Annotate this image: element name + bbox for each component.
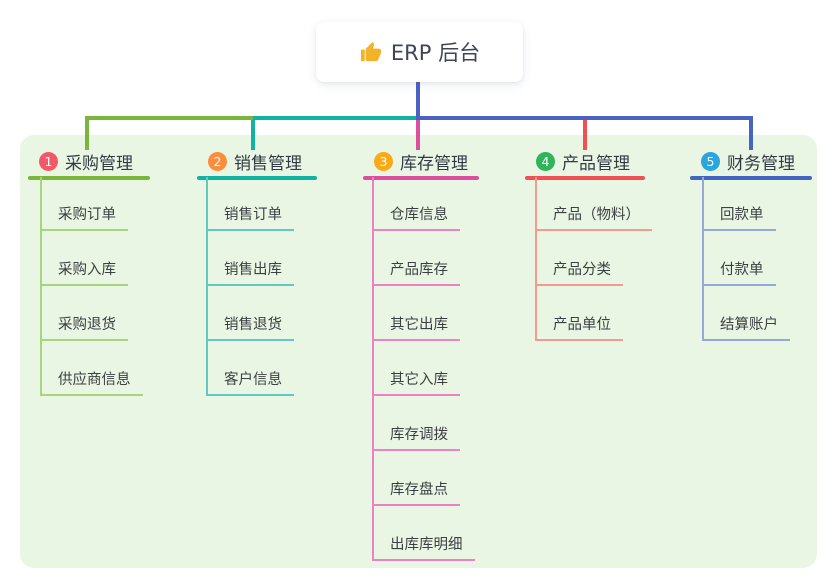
branch-1-header[interactable]: 1 采购管理	[28, 148, 150, 180]
mindmap-node[interactable]: 其它出库	[372, 314, 460, 341]
connector-drop-5	[749, 116, 753, 150]
mindmap-node[interactable]: 采购入库	[40, 259, 128, 286]
mindmap-node-label: 付款单	[720, 262, 764, 278]
mindmap-node[interactable]: 销售订单	[206, 204, 294, 231]
mindmap-node-label: 采购订单	[58, 207, 116, 223]
root-title: ERP 后台	[390, 41, 481, 65]
thumbs-up-icon	[359, 41, 382, 64]
mindmap-node-label: 客户信息	[224, 372, 282, 388]
mindmap-node[interactable]: 产品分类	[535, 259, 623, 286]
mindmap-node-label: 销售退货	[224, 317, 282, 333]
mindmap-node[interactable]: 付款单	[702, 259, 776, 286]
bus-blue	[418, 116, 753, 120]
branch-3-header[interactable]: 3 库存管理	[363, 148, 479, 180]
branch-1-underline	[28, 176, 150, 180]
mindmap-node[interactable]: 库存调拨	[372, 424, 460, 451]
mindmap-node[interactable]: 采购订单	[40, 204, 128, 231]
branch-4-header-row: 4 产品管理	[525, 148, 645, 174]
branch-4-child-line	[535, 177, 537, 341]
branch-3-number-badge: 3	[374, 151, 393, 171]
mindmap-node-label: 销售出库	[224, 262, 282, 278]
mindmap-node[interactable]: 产品库存	[372, 259, 460, 286]
branch-2-underline	[197, 176, 317, 180]
mindmap-node-label: 回款单	[720, 207, 764, 223]
mindmap-node[interactable]: 结算账户	[702, 314, 790, 341]
mindmap-node-label: 供应商信息	[58, 372, 131, 388]
connector-drop-1	[85, 116, 89, 150]
branch-3-label: 库存管理	[400, 153, 468, 174]
branch-5-header[interactable]: 5 财务管理	[690, 148, 812, 180]
branch-3-child-line	[372, 177, 374, 561]
mindmap-node-label: 采购退货	[58, 317, 116, 333]
connector-drop-2	[251, 116, 255, 150]
branch-3-header-row: 3 库存管理	[363, 148, 479, 174]
branch-4-underline	[525, 176, 645, 180]
mindmap-node-label: 库存调拨	[390, 427, 448, 443]
bus-teal	[253, 116, 418, 120]
mindmap-node[interactable]: 仓库信息	[372, 204, 460, 231]
mindmap-node[interactable]: 回款单	[702, 204, 776, 231]
connector-drop-3	[416, 116, 420, 150]
mindmap-node-label: 采购入库	[58, 262, 116, 278]
branch-3-underline	[363, 176, 479, 180]
mindmap-node[interactable]: 客户信息	[206, 369, 294, 396]
branch-2-number-badge: 2	[208, 151, 227, 171]
mindmap-node-label: 产品分类	[553, 262, 611, 278]
mindmap-node-label: 仓库信息	[390, 207, 448, 223]
mindmap-node-label: 其它入库	[390, 372, 448, 388]
branch-5-underline	[690, 176, 812, 180]
branch-1-number-badge: 1	[39, 151, 58, 171]
branch-1-child-line	[40, 177, 42, 396]
branches-panel	[20, 135, 817, 568]
mindmap-node[interactable]: 其它入库	[372, 369, 460, 396]
mindmap-node[interactable]: 产品单位	[535, 314, 623, 341]
connector-drop-4	[583, 116, 587, 150]
mindmap-node[interactable]: 销售退货	[206, 314, 294, 341]
branch-5-child-line	[702, 177, 704, 341]
mindmap-node[interactable]: 销售出库	[206, 259, 294, 286]
root-node[interactable]: ERP 后台	[316, 22, 523, 82]
mindmap-node-label: 库存盘点	[390, 482, 448, 498]
branch-5-label: 财务管理	[727, 153, 795, 174]
branch-5-header-row: 5 财务管理	[690, 148, 812, 174]
mindmap-node-label: 产品（物料）	[553, 207, 640, 223]
mindmap-node-label: 出库库明细	[390, 537, 463, 553]
branch-2-header[interactable]: 2 销售管理	[197, 148, 317, 180]
mindmap-node[interactable]: 库存盘点	[372, 479, 460, 506]
branch-2-child-line	[206, 177, 208, 396]
branch-1-header-row: 1 采购管理	[28, 148, 150, 174]
mindmap-node[interactable]: 出库库明细	[372, 534, 475, 561]
branch-2-label: 销售管理	[234, 153, 302, 174]
branch-1-label: 采购管理	[65, 153, 133, 174]
mindmap-node-label: 销售订单	[224, 207, 282, 223]
mindmap-node[interactable]: 产品（物料）	[535, 204, 652, 231]
connector-root-line	[416, 82, 420, 120]
branch-4-header[interactable]: 4 产品管理	[525, 148, 645, 180]
branch-5-number-badge: 5	[701, 151, 720, 171]
bus-green	[85, 116, 253, 120]
mindmap-node[interactable]: 供应商信息	[40, 369, 143, 396]
mindmap-node-label: 结算账户	[720, 317, 778, 333]
mindmap-node-label: 其它出库	[390, 317, 448, 333]
branch-4-label: 产品管理	[562, 153, 630, 174]
mindmap-node[interactable]: 采购退货	[40, 314, 128, 341]
mindmap-node-label: 产品单位	[553, 317, 611, 333]
branch-2-header-row: 2 销售管理	[197, 148, 317, 174]
branch-4-number-badge: 4	[536, 151, 555, 171]
mindmap-node-label: 产品库存	[390, 262, 448, 278]
